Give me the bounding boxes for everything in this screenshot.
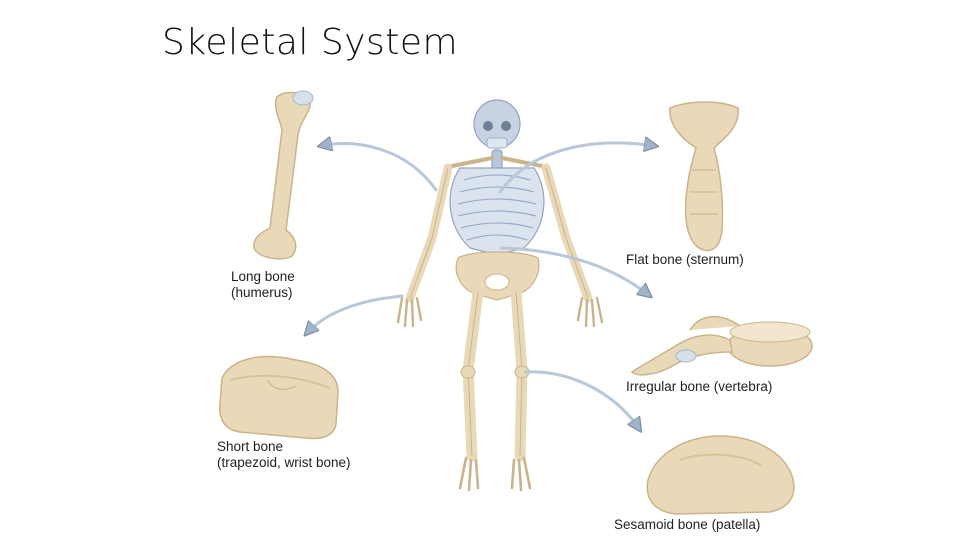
irregular-bone-name: Irregular bone (vertebra) [626, 379, 773, 394]
short-bone-label: Short bone (trapezoid, wrist bone) [217, 439, 351, 471]
humerus-illustration [253, 90, 314, 260]
left-arm [405, 163, 453, 303]
connector-arrows [306, 143, 656, 430]
human-skeleton [396, 99, 604, 492]
flat-bone-label: Flat bone (sternum) [626, 252, 744, 268]
left-hand [396, 296, 423, 328]
slide-title: Skeletal System [162, 22, 459, 63]
long-bone-example: (humerus) [231, 285, 293, 300]
long-bone-name: Long bone [231, 269, 295, 284]
irregular-bone-label: Irregular bone (vertebra) [626, 379, 772, 395]
arrow-to-flat-bone [498, 143, 656, 194]
flat-bone-name: Flat bone (sternum) [626, 252, 744, 267]
right-hand [576, 296, 604, 328]
left-foot [458, 456, 480, 492]
right-arm [541, 163, 593, 303]
patella-illustration [646, 435, 795, 515]
vertebra-illustration [630, 316, 813, 376]
sesamoid-bone-name: Sesamoid bone (patella) [614, 517, 761, 532]
arrow-to-short-bone [306, 294, 404, 334]
short-bone-name: Short bone [217, 439, 284, 454]
short-bone-example: (trapezoid, wrist bone) [217, 455, 351, 470]
long-bone-label: Long bone (humerus) [231, 269, 295, 301]
arrow-to-long-bone [320, 144, 438, 192]
trapezoid-illustration [218, 355, 339, 440]
sternum-illustration [669, 101, 739, 252]
arrow-to-sesamoid-bone [524, 370, 640, 430]
arrow-to-irregular-bone [500, 246, 650, 296]
right-foot [510, 456, 532, 492]
sesamoid-bone-label: Sesamoid bone (patella) [614, 517, 760, 533]
